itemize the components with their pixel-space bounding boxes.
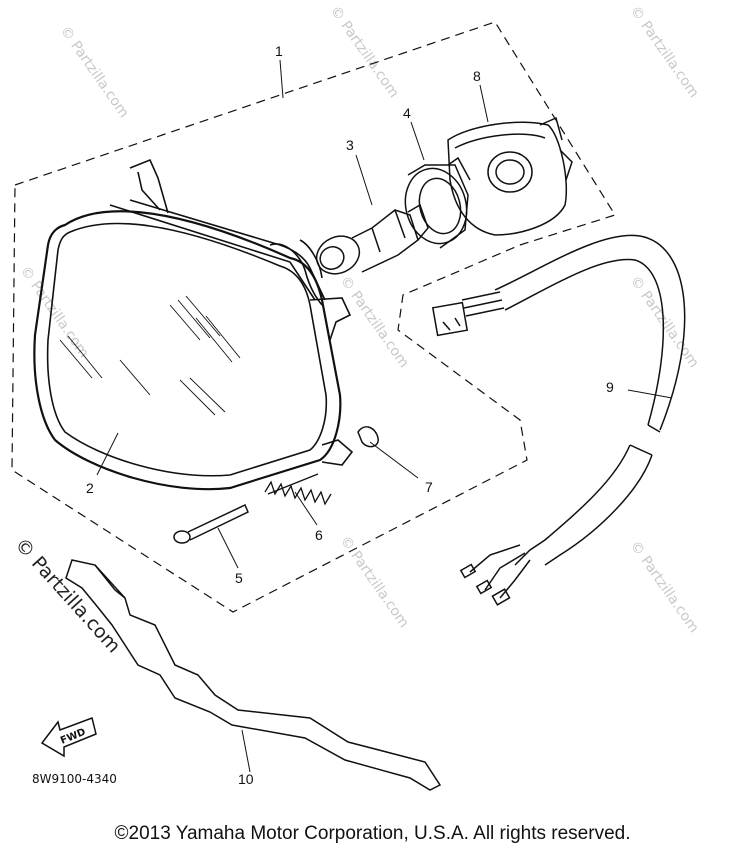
watermark: © Partzilla.com — [337, 533, 412, 631]
copyright-notice: ©2013 Yamaha Motor Corporation, U.S.A. A… — [114, 823, 631, 844]
part-number: 9 — [606, 379, 614, 395]
wire-harness — [431, 234, 686, 606]
headlight-unit — [33, 158, 354, 491]
part-number: 10 — [238, 771, 254, 787]
bulb — [315, 203, 429, 275]
bulb-retainer — [404, 156, 471, 249]
leader-10 — [241, 729, 251, 773]
socket-cover — [447, 116, 573, 236]
part-number: 5 — [235, 570, 243, 586]
part-number: 6 — [315, 527, 323, 543]
diagram-code: 8W9100-4340 — [32, 772, 117, 786]
leader-5 — [217, 527, 239, 569]
watermark-group: © Partzilla.com © Partzilla.com © Partzi… — [17, 3, 702, 636]
leader-4 — [410, 121, 425, 161]
part-number: 8 — [473, 68, 481, 84]
adjusting-screw — [173, 503, 249, 544]
part-number: 7 — [425, 479, 433, 495]
watermark: © Partzilla.com — [627, 538, 702, 636]
assembly-outline — [11, 21, 616, 613]
leader-1 — [279, 59, 284, 99]
leader-6 — [294, 491, 318, 526]
watermark: © Partzilla.com — [327, 3, 402, 101]
leader-7 — [369, 441, 419, 479]
leader-3 — [355, 154, 373, 206]
leader-9 — [627, 389, 673, 399]
watermark: © Partzilla.com — [337, 273, 412, 371]
part-number: 3 — [346, 137, 354, 153]
watermark: © Partzilla.com — [57, 23, 132, 121]
leader-8 — [479, 84, 489, 123]
clip — [357, 426, 379, 448]
part-number: 4 — [403, 105, 411, 121]
watermark: © Partzilla.com — [627, 3, 702, 101]
mounting-stay — [65, 559, 442, 791]
leader-2 — [96, 432, 119, 476]
part-number: 2 — [86, 480, 94, 496]
part-number-labels: 1 2 3 4 5 6 7 8 9 10 — [86, 43, 614, 787]
fwd-arrow: FWD — [40, 717, 97, 758]
spring — [264, 473, 332, 506]
side-watermark: © Partzilla.com — [10, 534, 124, 658]
part-number: 1 — [275, 43, 283, 59]
watermark: © Partzilla.com — [627, 273, 702, 371]
